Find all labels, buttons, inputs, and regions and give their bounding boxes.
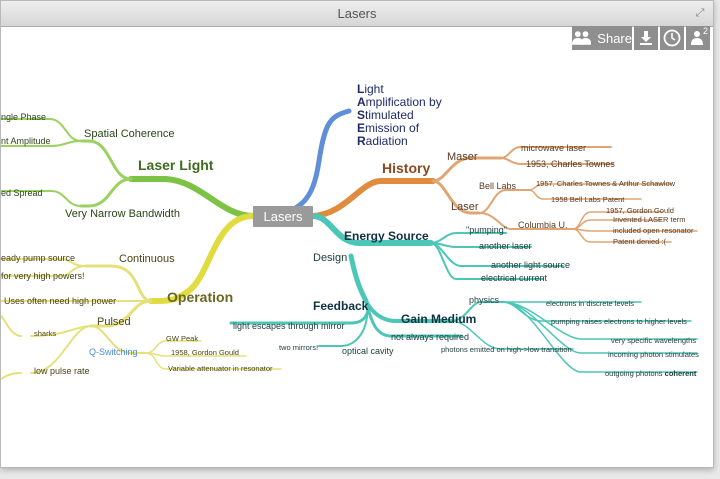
- user-icon: [691, 31, 703, 45]
- history-branch: History Maser microwave laser 1953, Char…: [382, 143, 694, 246]
- collaborators-count: 2: [702, 26, 708, 36]
- pumping-node[interactable]: "pumping": [466, 225, 507, 235]
- uses-high-power-node[interactable]: Uses often need high power: [4, 296, 116, 306]
- history-button[interactable]: [660, 26, 684, 50]
- acronym-line-5: Radiation: [357, 134, 408, 148]
- photons-emitted-node[interactable]: photons emitted on high->low transition: [441, 345, 572, 354]
- design-branch: Design Energy Source "pumping" another l…: [233, 225, 699, 378]
- download-button[interactable]: [634, 26, 658, 50]
- columbia-node[interactable]: Columbia U.: [518, 220, 568, 230]
- pulsed-node[interactable]: Pulsed: [97, 316, 131, 328]
- gain-medium-node[interactable]: Gain Medium: [401, 312, 476, 326]
- share-button[interactable]: Share: [572, 26, 632, 50]
- gould-1957-node[interactable]: 1957, Gordon Gould: [606, 206, 674, 215]
- not-always-node[interactable]: not always required: [391, 332, 469, 342]
- acronym-line-1: Light: [357, 82, 384, 96]
- townes-1953-node[interactable]: 1953, Charles Townes: [526, 159, 615, 169]
- laser-light-node[interactable]: Laser Light: [138, 157, 214, 173]
- outgoing-photons-node[interactable]: outgoing photons coherent: [605, 369, 697, 378]
- discrete-levels-node[interactable]: electrons in discrete levels: [546, 299, 634, 308]
- toolbar: Share 2: [572, 26, 710, 50]
- acronym-line-4: Emission of: [357, 121, 420, 135]
- very-specific-node[interactable]: very specific wavelengths: [611, 336, 696, 345]
- feedback-node[interactable]: Feedback: [313, 299, 369, 313]
- another-laser-node[interactable]: another laser: [479, 241, 532, 251]
- invented-term-node[interactable]: Invented LASER term: [613, 215, 686, 224]
- operation-node[interactable]: Operation: [167, 289, 233, 305]
- design-node[interactable]: Design: [313, 252, 347, 264]
- low-pulse-rate-node[interactable]: low pulse rate: [34, 366, 90, 376]
- single-phase-node[interactable]: ngle Phase: [1, 112, 46, 122]
- window-title: Lasers: [337, 6, 377, 21]
- mind-map-canvas: Lasers Light Amplification by Stimulated…: [1, 82, 699, 380]
- laser-node[interactable]: Laser: [451, 201, 479, 213]
- gw-peak-node[interactable]: GW Peak: [166, 334, 198, 343]
- two-mirrors-node[interactable]: two mirrors!: [279, 343, 318, 352]
- people-icon: [572, 31, 592, 45]
- continuous-node[interactable]: Continuous: [119, 253, 175, 265]
- energy-source-node[interactable]: Energy Source: [344, 229, 429, 243]
- root-node-box: [253, 206, 313, 227]
- microwave-laser-node[interactable]: microwave laser: [521, 143, 586, 153]
- steady-pump-node[interactable]: eady pump source: [1, 253, 75, 263]
- speed-spread-node[interactable]: ed Spread: [1, 188, 43, 198]
- spatial-coherence-node[interactable]: Spatial Coherence: [84, 128, 175, 140]
- bell-labs-node[interactable]: Bell Labs: [479, 181, 517, 191]
- optical-cavity-node[interactable]: optical cavity: [342, 346, 394, 356]
- another-light-node[interactable]: another light source: [491, 260, 570, 270]
- download-icon: [640, 31, 652, 45]
- root-node[interactable]: Lasers: [253, 206, 313, 227]
- sharks-node[interactable]: sharks: [34, 329, 56, 338]
- constant-amplitude-node[interactable]: nt Amplitude: [1, 136, 51, 146]
- fullscreen-icon[interactable]: ⤢: [695, 7, 705, 19]
- townes-schawlow-node[interactable]: 1957, Charles Townes & Arthur Schawlow: [536, 179, 676, 188]
- q-switching-node[interactable]: Q-Switching: [89, 347, 138, 357]
- incoming-photon-node[interactable]: incoming photon stimulates: [608, 350, 699, 359]
- app-window: Lasers ⤢ Share 2: [0, 0, 714, 468]
- root-label: Lasers: [263, 209, 303, 224]
- laser-light-branch: Laser Light Spatial Coherence ngle Phase…: [1, 112, 214, 220]
- pumping-raises-node[interactable]: pumping raises electrons to higher level…: [551, 317, 687, 326]
- narrow-bandwidth-node[interactable]: Very Narrow Bandwidth: [65, 208, 180, 220]
- acronym-line-3: Stimulated: [357, 108, 414, 122]
- branch-lines: [1, 108, 698, 380]
- patent-denied-node[interactable]: Patent denied :(: [613, 237, 666, 246]
- electrical-node[interactable]: electrical current: [481, 273, 548, 283]
- acronym-line-2: Amplification by: [357, 95, 442, 109]
- clock-icon: [663, 29, 681, 47]
- variable-attenuator-node[interactable]: Variable attenuator in resonator: [168, 364, 273, 373]
- maser-node[interactable]: Maser: [447, 151, 478, 163]
- open-resonator-node[interactable]: included open resonator: [613, 226, 694, 235]
- history-node[interactable]: History: [382, 160, 430, 176]
- collaborators-button[interactable]: 2: [686, 26, 710, 50]
- acronym-node[interactable]: Light Amplification by Stimulated Emissi…: [357, 82, 442, 148]
- patent-1958-node[interactable]: 1958 Bell Labs Patent: [551, 195, 625, 204]
- physics-node[interactable]: physics: [469, 295, 500, 305]
- very-high-powers-node[interactable]: for very high powers!: [1, 271, 85, 281]
- share-label: Share: [597, 30, 632, 46]
- operation-branch: Operation Continuous eady pump source fo…: [1, 253, 273, 376]
- light-escapes-node[interactable]: light escapes through mirror: [233, 321, 345, 331]
- gould-1958-node[interactable]: 1958, Gordon Gould: [171, 348, 239, 357]
- title-bar: Lasers ⤢: [1, 1, 713, 27]
